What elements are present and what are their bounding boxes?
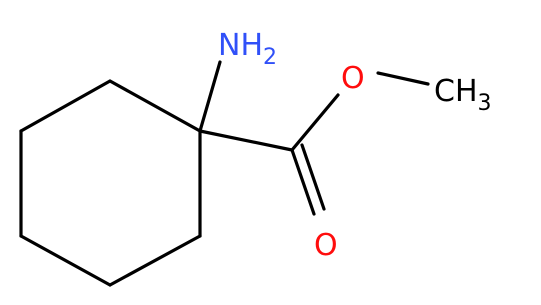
c-o-double-bond-b (300, 143, 326, 211)
amine-label: NH2 (218, 28, 277, 70)
methyl-label: CH3 (434, 74, 492, 116)
carbonyl-oxygen-label: O (314, 228, 338, 263)
ester-oxygen-label: O (341, 61, 365, 96)
o-ch3-bond (376, 71, 430, 86)
ring-bond (19, 234, 112, 287)
c-n-bond (198, 60, 222, 133)
ring-bond (108, 234, 202, 287)
ring-bond (108, 79, 202, 133)
c-c-carboxyl-bond (198, 129, 294, 152)
ring-bond (19, 79, 112, 133)
c-o-single-bond (290, 93, 340, 152)
cyclohexane-ring (19, 79, 202, 287)
c-o-double-bond-a (290, 148, 316, 216)
